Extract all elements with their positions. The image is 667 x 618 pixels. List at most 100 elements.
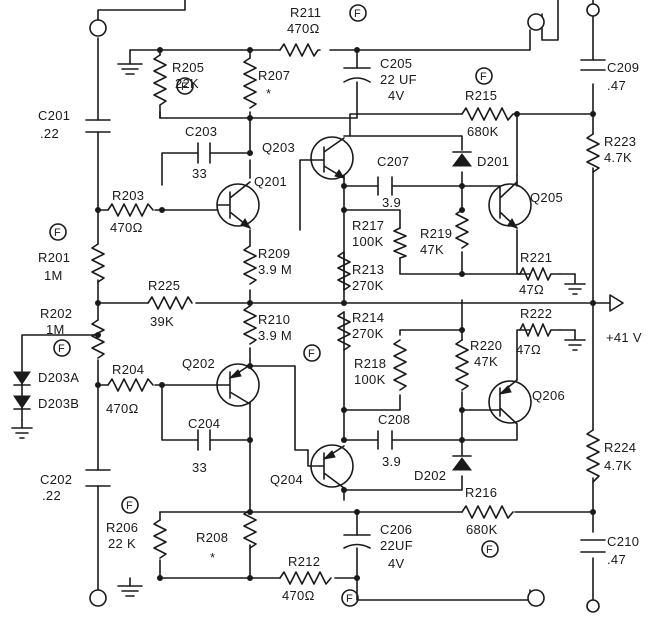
terminal [586,3,600,17]
c206-label: C206 [380,522,412,537]
r221-label: R221 [520,250,552,265]
r208-label: R208 [196,530,228,545]
c202-label: C202 [40,472,72,487]
c204-value: 33 [192,460,207,475]
ground-icon [564,329,586,351]
ground-icon [11,419,33,439]
r210-value: 3.9 M [258,328,292,343]
r224-value: 4.7K [604,458,632,473]
resistors [91,43,600,585]
r213-resistor [337,251,351,291]
d202-label: D202 [414,468,446,483]
svg-text:F: F [308,348,315,360]
r206-resistor [153,519,167,559]
r214-resistor [337,311,351,351]
capacitors [197,67,393,549]
r205-value: 22K [175,76,199,91]
c205-label: C205 [380,56,412,71]
q206-label: Q206 [532,388,565,403]
ground-icon [117,585,143,597]
d203b-diode [13,395,31,410]
c206-capacitor [343,534,371,549]
fuse-mark-icon: F [341,589,359,607]
q201-label: Q201 [254,174,287,189]
r206-value: 22 K [108,536,136,551]
r223-value: 4.7K [604,150,632,165]
r206-label: R206 [106,520,138,535]
c210-label: C210 [607,534,639,549]
r217-label: R217 [352,218,384,233]
c210-value: .47 [607,552,626,567]
q204-label: Q204 [270,472,303,487]
r225-value: 39K [150,314,174,329]
r203-value: 470Ω [110,220,143,235]
component-labels: R211 470Ω R205 22K R207 * C205 22 UF 4V … [38,5,642,603]
r220-resistor [455,339,469,391]
c207-value: 3.9 [382,195,401,210]
fuse-mark-icon: F [121,496,139,514]
c207-capacitor [377,176,393,196]
ground-icon [117,63,143,75]
c205-value: 22 UF [380,72,417,87]
r201-value: 1M [44,268,63,283]
r218-value: 100K [354,372,386,387]
wires [21,0,624,601]
svg-text:F: F [181,81,188,93]
c207-label: C207 [377,154,409,169]
diodes [13,151,472,471]
r205-resistor [153,54,167,119]
r209-label: R209 [258,246,290,261]
r202-resistor [91,319,105,359]
d201-diode [452,151,472,167]
r211-resistor [279,43,321,57]
supply-voltage-label: +41 V [606,330,642,345]
r203-label: R203 [112,188,144,203]
r222-value: 47Ω [516,342,541,357]
svg-text:F: F [126,500,133,512]
c203-label: C203 [185,124,217,139]
q204-transistor [307,444,354,489]
r221-value: 47Ω [519,282,544,297]
fuse-mark-icon: F [176,77,194,95]
svg-text:F: F [58,343,65,355]
r207-label: R207 [258,68,290,83]
q202-transistor [216,363,260,407]
r219-label: R219 [420,226,452,241]
r216-resistor [461,505,514,519]
r208-resistor [243,509,257,549]
r205-label: R205 [172,60,204,75]
r210-resistor [243,305,257,345]
q203-label: Q203 [262,140,295,155]
r220-value: 47K [474,354,498,369]
d203b-label: D203B [38,396,79,411]
c208-value: 3.9 [382,454,401,469]
svg-text:F: F [354,8,361,20]
c205-voltage: 4V [388,88,405,103]
transistors [216,136,532,489]
r212-resistor [279,571,332,585]
r207-value: * [266,86,271,101]
f-markers: F F F F F F F F F [49,4,499,607]
q203-transistor [310,136,354,180]
q206-transistor [488,379,532,425]
r218-resistor [393,339,407,391]
c208-capacitor [377,430,393,450]
r212-value: 470Ω [282,588,315,603]
r210-label: R210 [258,312,290,327]
c206-value: 22UF [380,538,413,553]
c202-value: .22 [42,488,61,503]
c201-label: C201 [38,108,70,123]
c208-label: C208 [378,412,410,427]
grounds [11,63,586,597]
r222-label: R222 [520,306,552,321]
svg-text:F: F [346,593,353,605]
r208-value: * [210,550,215,565]
fuse-mark-icon: F [53,339,71,357]
r213-value: 270K [352,278,384,293]
q201-transistor [216,181,260,229]
r204-value: 470Ω [106,401,139,416]
r219-value: 47K [420,242,444,257]
r219-resistor [455,209,469,249]
r202-label: R202 [40,306,72,321]
